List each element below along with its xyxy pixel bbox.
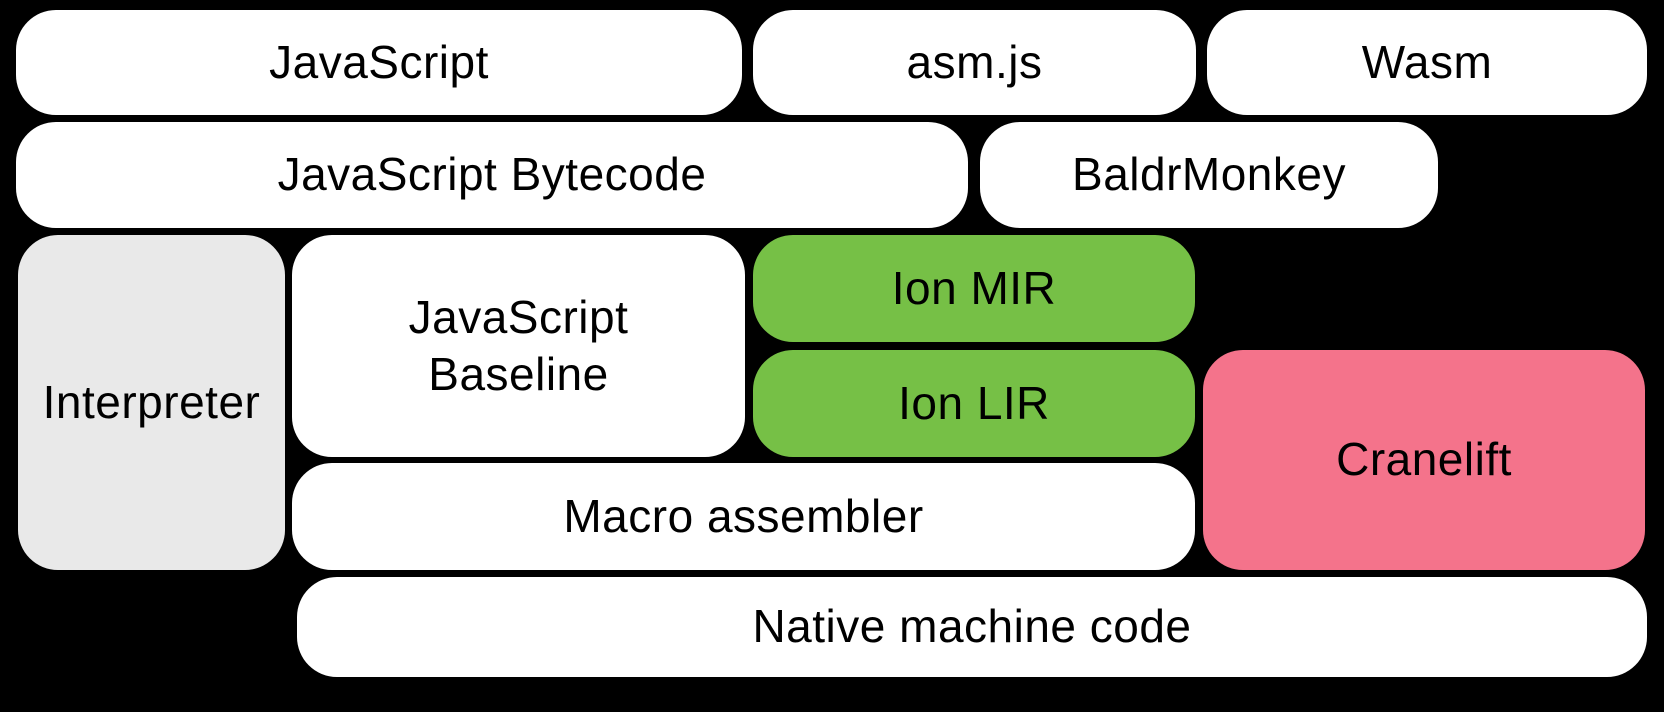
box-interpreter: Interpreter [18,235,285,570]
box-cranelift: Cranelift [1203,350,1645,570]
box-javascript-baseline-line2: Baseline [428,348,609,400]
box-baldrmonkey-label: BaldrMonkey [1072,148,1346,201]
box-asmjs: asm.js [753,10,1196,115]
box-javascript: JavaScript [16,10,742,115]
box-asmjs-label: asm.js [906,35,1043,88]
box-cranelift-label: Cranelift [1336,433,1512,486]
box-native-machine-code-label: Native machine code [752,600,1192,653]
box-ion-lir-label: Ion LIR [898,376,1050,429]
box-javascript-baseline: JavaScript Baseline [292,235,745,457]
box-ion-lir: Ion LIR [753,350,1195,457]
box-ion-mir-label: Ion MIR [891,261,1057,314]
box-macro-assembler-label: Macro assembler [563,489,924,542]
box-macro-assembler: Macro assembler [292,463,1195,570]
box-javascript-bytecode-label: JavaScript Bytecode [277,148,707,201]
box-native-machine-code: Native machine code [297,577,1647,677]
box-javascript-bytecode: JavaScript Bytecode [16,122,968,228]
box-wasm-label: Wasm [1361,35,1493,88]
box-javascript-baseline-label: JavaScript Baseline [409,289,629,404]
box-baldrmonkey: BaldrMonkey [980,122,1438,228]
box-ion-mir: Ion MIR [753,235,1195,342]
box-interpreter-label: Interpreter [42,375,261,428]
box-wasm: Wasm [1207,10,1647,115]
box-javascript-baseline-line1: JavaScript [408,290,629,343]
box-javascript-label: JavaScript [269,35,489,88]
